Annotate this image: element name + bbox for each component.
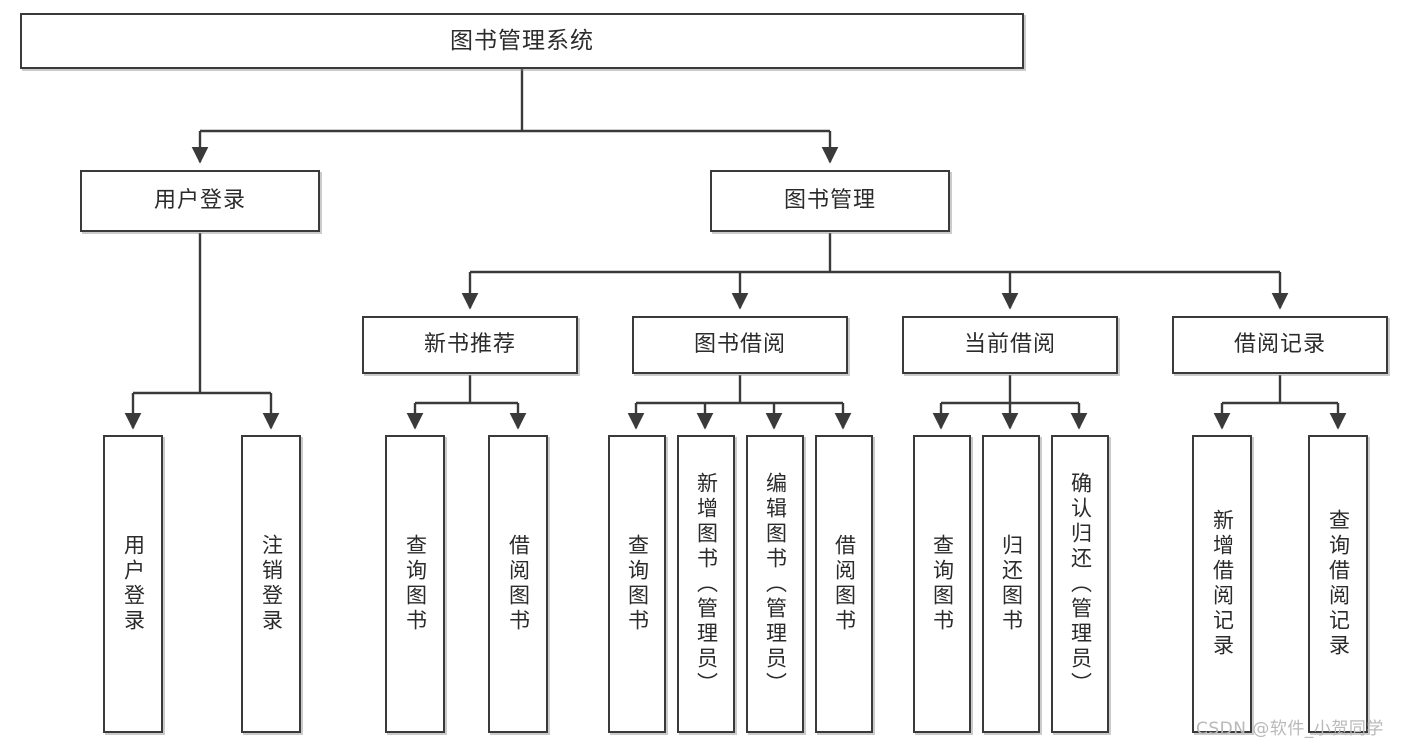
node-label: 当前借阅	[963, 332, 1056, 358]
node-label: 新增图书（管理员）	[694, 471, 719, 697]
node-label: 查询图书	[930, 534, 955, 634]
node-label: 图书借阅	[693, 332, 786, 358]
leaf-current-borrow-query-book[interactable]: 查询图书	[913, 435, 971, 733]
leaf-book-borrow-add-book-admin[interactable]: 新增图书（管理员）	[677, 435, 735, 733]
leaf-current-borrow-confirm-return-admin[interactable]: 确认归还（管理员）	[1051, 435, 1109, 733]
leaf-book-borrow-edit-book-admin[interactable]: 编辑图书（管理员）	[746, 435, 804, 733]
leaf-new-book-query-book[interactable]: 查询图书	[385, 435, 445, 733]
node-borrow-record[interactable]: 借阅记录	[1172, 316, 1388, 374]
node-label: 注销登录	[259, 534, 284, 634]
leaf-user-login-login[interactable]: 用户登录	[103, 435, 163, 733]
leaf-borrow-record-add-record[interactable]: 新增借阅记录	[1192, 435, 1252, 733]
node-book-management[interactable]: 图书管理	[710, 170, 950, 232]
node-label: 借阅记录	[1233, 332, 1326, 358]
node-current-borrow[interactable]: 当前借阅	[902, 316, 1118, 374]
node-label: 图书管理	[783, 188, 876, 214]
node-label: 查询图书	[403, 534, 428, 634]
leaf-user-login-logout[interactable]: 注销登录	[241, 435, 301, 733]
node-user-login[interactable]: 用户登录	[80, 170, 320, 232]
node-label: 新增借阅记录	[1210, 509, 1235, 659]
node-label: 新书推荐	[423, 332, 516, 358]
node-label: 借阅图书	[832, 534, 857, 634]
node-label: 图书管理系统	[450, 27, 594, 54]
node-label: 用户登录	[121, 534, 146, 634]
leaf-book-borrow-borrow-book[interactable]: 借阅图书	[815, 435, 873, 733]
node-label: 用户登录	[153, 188, 246, 214]
node-book-borrow[interactable]: 图书借阅	[632, 316, 848, 374]
node-label: 查询借阅记录	[1326, 509, 1351, 659]
node-root-book-management-system[interactable]: 图书管理系统	[20, 13, 1024, 69]
node-label: 确认归还（管理员）	[1068, 471, 1093, 697]
leaf-book-borrow-query-book[interactable]: 查询图书	[608, 435, 666, 733]
leaf-borrow-record-query-record[interactable]: 查询借阅记录	[1308, 435, 1368, 733]
csdn-watermark: CSDN @软件_小贺同学	[1196, 719, 1384, 739]
node-label: 编辑图书（管理员）	[763, 471, 788, 697]
leaf-current-borrow-return-book[interactable]: 归还图书	[982, 435, 1040, 733]
node-new-book-recommend[interactable]: 新书推荐	[362, 316, 578, 374]
node-label: 查询图书	[625, 534, 650, 634]
leaf-new-book-borrow-book[interactable]: 借阅图书	[488, 435, 548, 733]
node-label: 借阅图书	[506, 534, 531, 634]
node-label: 归还图书	[999, 534, 1024, 634]
